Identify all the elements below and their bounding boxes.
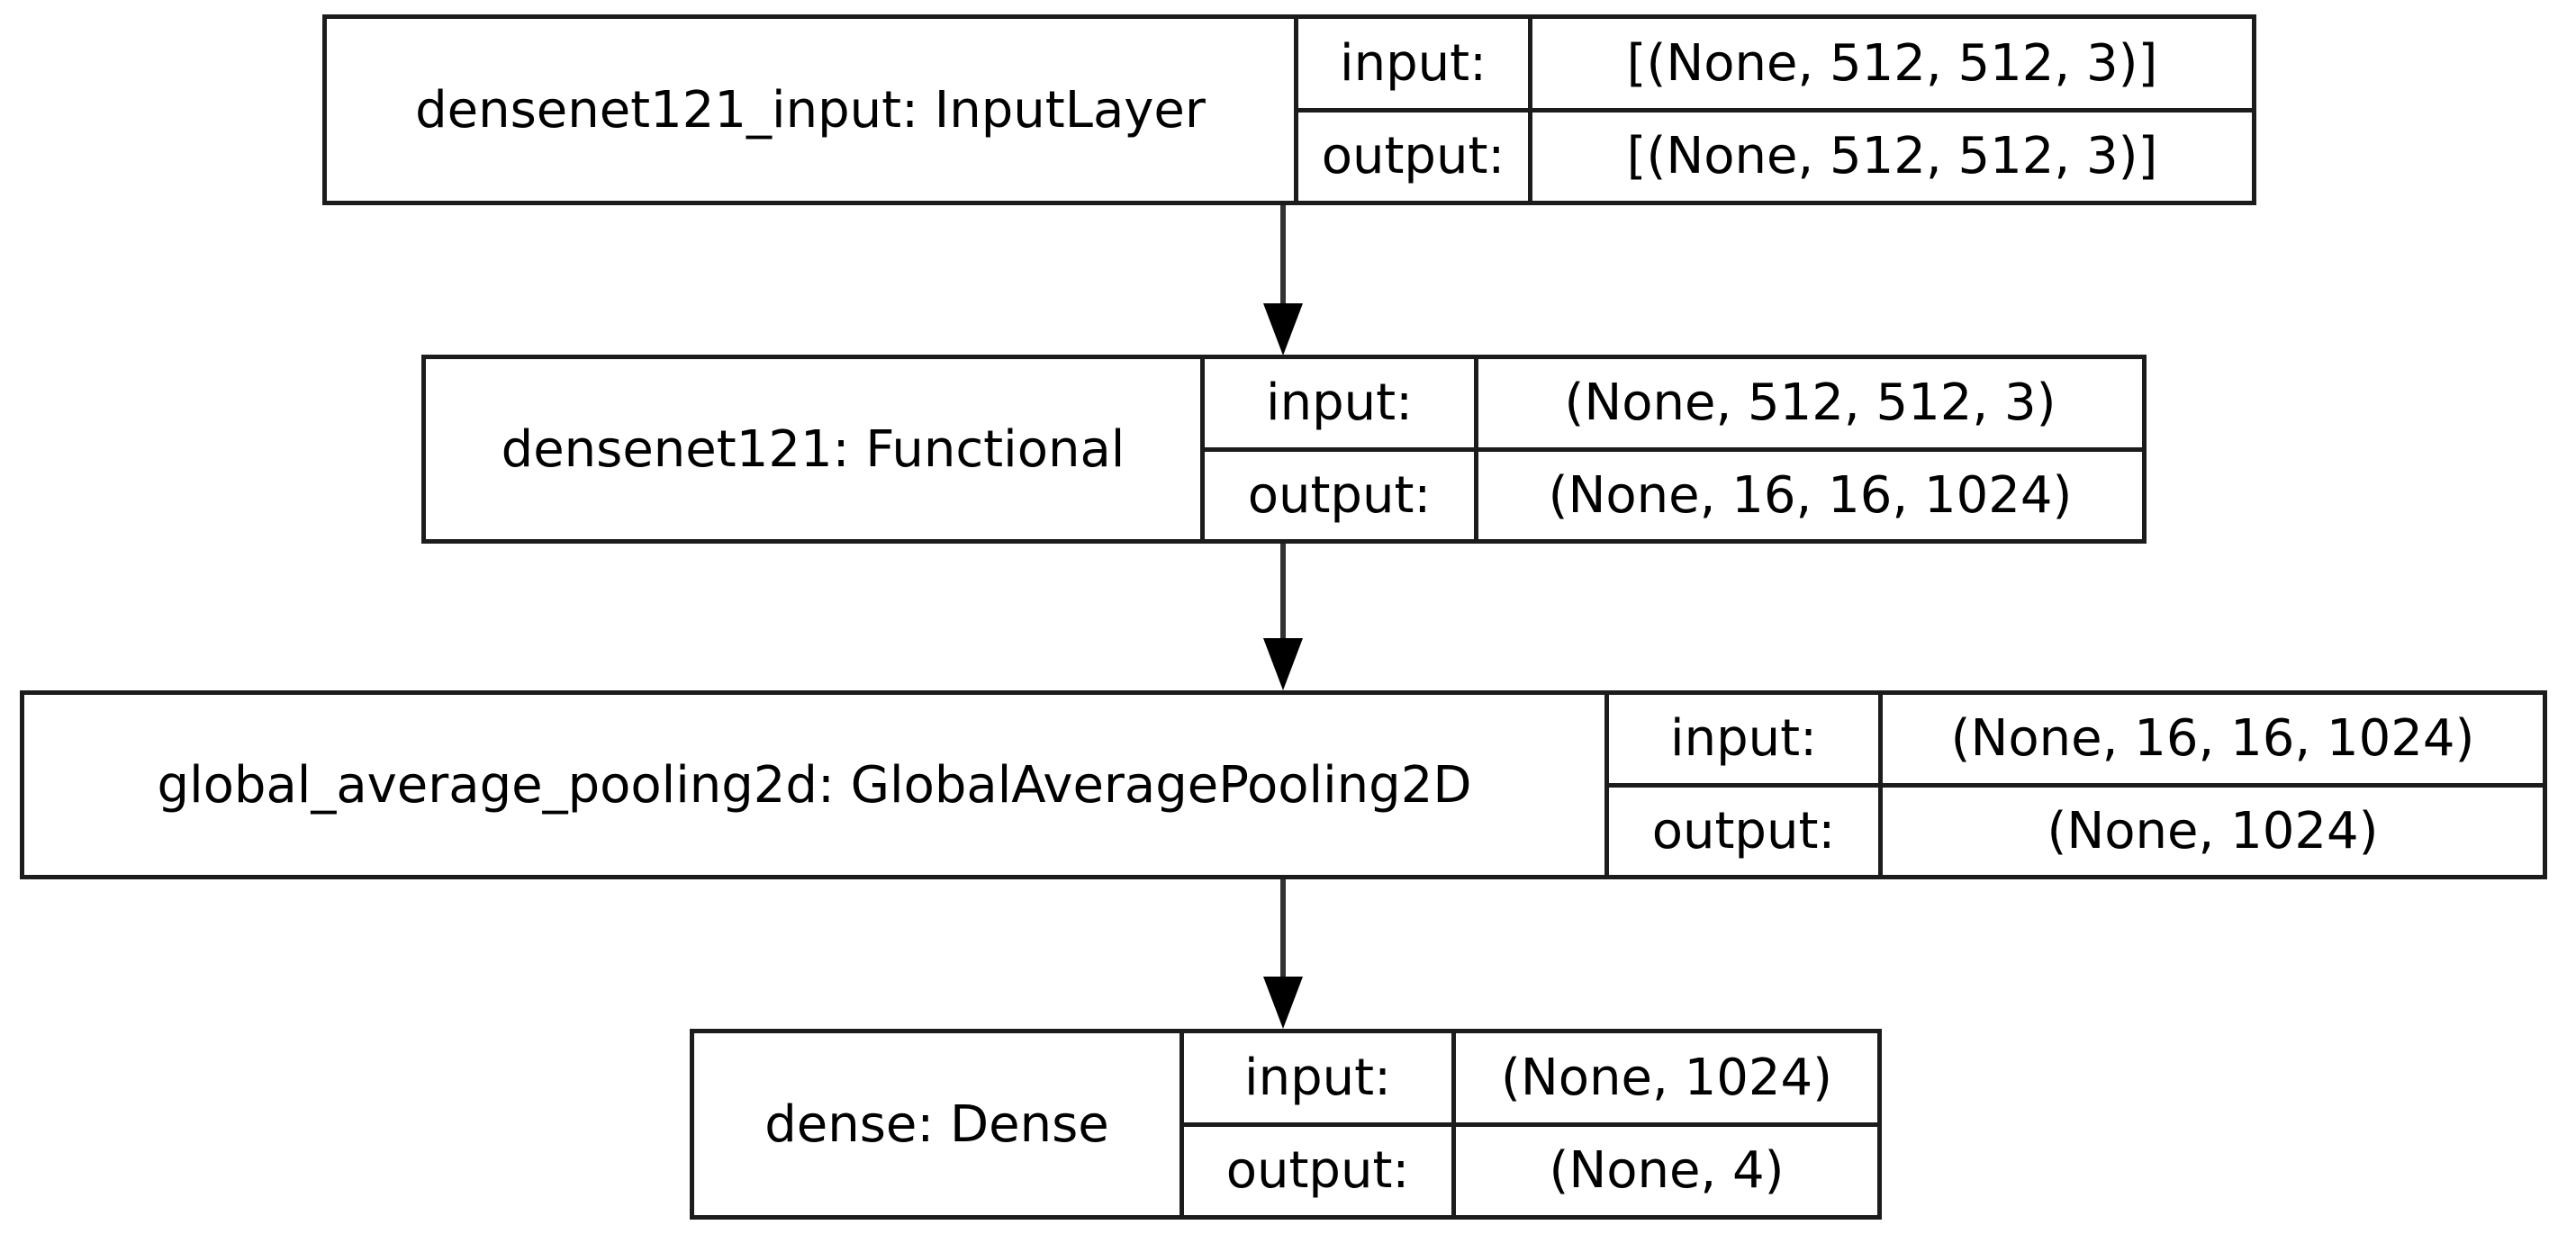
layer-name: densenet121: Functional (501, 419, 1125, 479)
node-global-average-pooling: global_average_pooling2d: GlobalAverageP… (20, 690, 2547, 879)
node-input-layer: densenet121_input: InputLayer input: [(N… (322, 14, 2256, 205)
output-label: output: (1247, 465, 1432, 525)
edge-line (1280, 879, 1286, 977)
node-dense: dense: Dense input: (None, 1024) output:… (690, 1029, 1882, 1220)
output-label: output: (1225, 1141, 1410, 1201)
io-row-input: input: (None, 16, 16, 1024) (1609, 695, 2543, 783)
input-label: input: (1244, 1048, 1391, 1107)
edge-arrow (1263, 205, 1303, 356)
input-label: input: (1266, 374, 1413, 433)
output-label: output: (1651, 801, 1836, 860)
input-shape: [(None, 512, 512, 3)] (1528, 19, 2252, 108)
input-shape: (None, 512, 512, 3) (1474, 359, 2142, 447)
io-row-output: output: [(None, 512, 512, 3)] (1298, 107, 2252, 201)
arrowhead-icon (1263, 638, 1303, 690)
output-shape: (None, 16, 16, 1024) (1474, 451, 2142, 539)
io-table: input: (None, 1024) output: (None, 4) (1180, 1033, 1877, 1215)
output-label: output: (1321, 127, 1505, 186)
io-row-input: input: (None, 1024) (1184, 1033, 1877, 1122)
io-table: input: (None, 16, 16, 1024) output: (Non… (1604, 695, 2543, 875)
input-label: input: (1340, 33, 1487, 93)
edge-line (1280, 544, 1286, 638)
output-shape: [(None, 512, 512, 3)] (1528, 112, 2252, 201)
io-row-input: input: [(None, 512, 512, 3)] (1298, 19, 2252, 108)
input-shape: (None, 1024) (1451, 1033, 1877, 1122)
arrowhead-icon (1263, 977, 1303, 1029)
io-row-output: output: (None, 16, 16, 1024) (1205, 446, 2142, 539)
io-table: input: [(None, 512, 512, 3)] output: [(N… (1294, 19, 2252, 201)
io-row-output: output: (None, 1024) (1609, 782, 2543, 875)
output-shape: (None, 4) (1451, 1126, 1877, 1215)
edge-arrow (1263, 879, 1303, 1029)
arrowhead-icon (1263, 303, 1303, 356)
layer-name: dense: Dense (764, 1094, 1109, 1154)
edge-arrow (1263, 544, 1303, 690)
input-shape: (None, 16, 16, 1024) (1878, 695, 2543, 783)
edge-line (1280, 205, 1286, 303)
input-label: input: (1670, 709, 1817, 769)
node-functional: densenet121: Functional input: (None, 51… (421, 355, 2147, 544)
output-shape: (None, 1024) (1878, 787, 2543, 875)
layer-name: global_average_pooling2d: GlobalAverageP… (157, 755, 1472, 815)
io-row-output: output: (None, 4) (1184, 1121, 1877, 1215)
io-row-input: input: (None, 512, 512, 3) (1205, 359, 2142, 447)
layer-name: densenet121_input: InputLayer (415, 80, 1206, 140)
io-table: input: (None, 512, 512, 3) output: (None… (1200, 359, 2142, 539)
